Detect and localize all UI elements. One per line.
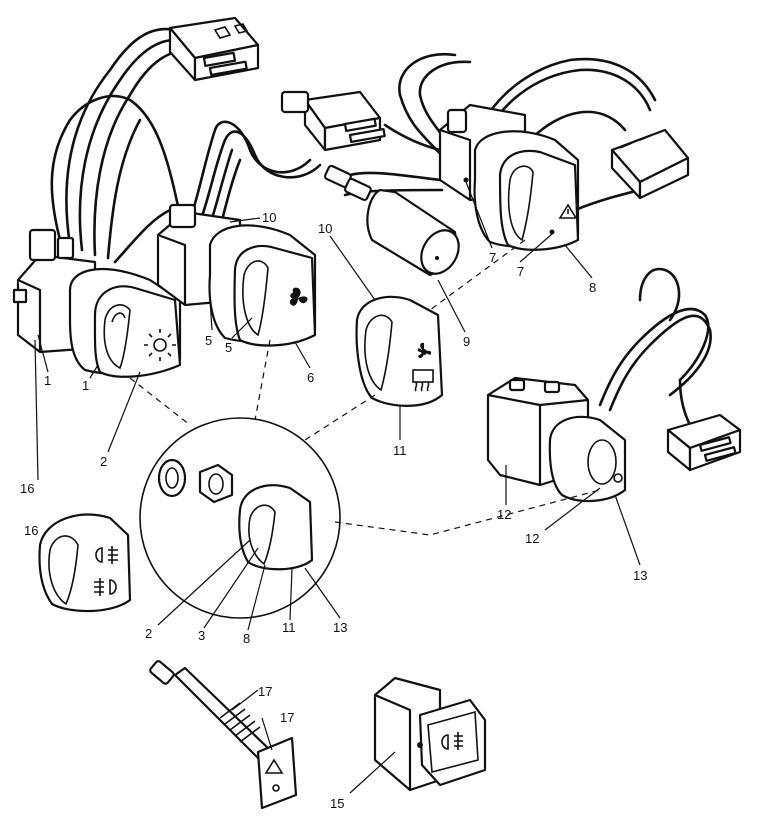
wiring-harness-rheostat bbox=[598, 267, 712, 427]
callout-1: 1 bbox=[82, 378, 89, 393]
callout-labels: 1 1 16 2 10 5 5 6 10 9 11 7 7 8 12 12 13… bbox=[20, 210, 647, 811]
relationship-lines bbox=[129, 239, 601, 536]
multi-plug-connector-rheostat bbox=[666, 413, 742, 472]
callout-15: 15 bbox=[330, 796, 344, 811]
hex-nut bbox=[198, 463, 234, 504]
callout-17: 17 bbox=[280, 710, 294, 725]
callout-7: 7 bbox=[489, 250, 496, 265]
callout-8: 8 bbox=[243, 631, 250, 646]
callout-16: 16 bbox=[20, 481, 34, 496]
callout-13: 13 bbox=[333, 620, 347, 635]
callout-2: 2 bbox=[100, 454, 107, 469]
callout-2: 2 bbox=[145, 626, 152, 641]
callout-10: 10 bbox=[262, 210, 276, 225]
fan-symbol-icon-small bbox=[417, 342, 432, 359]
callout-11: 11 bbox=[282, 620, 296, 635]
fog-lamp-switch-knob bbox=[38, 513, 132, 613]
callout-11: 11 bbox=[393, 443, 407, 458]
callout-16: 16 bbox=[24, 523, 38, 538]
callout-3: 3 bbox=[198, 628, 205, 643]
hazard-switch-assembly bbox=[438, 103, 580, 251]
heater-fan-switch-assembly bbox=[156, 203, 317, 347]
callout-5: 5 bbox=[225, 340, 232, 355]
fog-lamp-icon bbox=[95, 546, 118, 564]
callout-1: 1 bbox=[44, 373, 51, 388]
heated-rear-window-switch-knob bbox=[355, 295, 444, 407]
heated-rear-window-icon bbox=[412, 369, 434, 392]
fan-symbol-icon bbox=[289, 287, 308, 306]
hazard-triangle-icon bbox=[558, 203, 578, 219]
exploded-view-circle bbox=[139, 417, 341, 619]
fog-lamp-rocker-switch bbox=[373, 676, 487, 792]
callout-17: 17 bbox=[258, 684, 272, 699]
bullet-connector-pair bbox=[323, 164, 372, 201]
knob-blank bbox=[238, 484, 314, 571]
hazard-warning-lamp-assembly bbox=[149, 660, 298, 810]
callout-7: 7 bbox=[517, 264, 524, 279]
lighting-symbol-icon bbox=[144, 329, 176, 361]
panel-light-rheostat-assembly bbox=[486, 376, 627, 503]
callout-5: 5 bbox=[205, 333, 212, 348]
wiring-harness-left bbox=[50, 27, 322, 264]
callout-13: 13 bbox=[633, 568, 647, 583]
leader-lines bbox=[34, 181, 641, 794]
callout-8: 8 bbox=[589, 280, 596, 295]
fog-lamp-icon-lower bbox=[94, 578, 117, 596]
multi-plug-connector-top bbox=[168, 16, 260, 82]
multi-plug-connector-right bbox=[610, 128, 690, 200]
multi-plug-connector-middle bbox=[280, 90, 386, 152]
callout-9: 9 bbox=[463, 334, 470, 349]
lighting-switch-assembly bbox=[12, 228, 182, 378]
switch-body-cylinder bbox=[366, 188, 460, 277]
callout-12: 12 bbox=[497, 507, 511, 522]
callout-10: 10 bbox=[318, 221, 332, 236]
callout-12: 12 bbox=[525, 531, 539, 546]
callout-6: 6 bbox=[307, 370, 314, 385]
fog-lamp-icon-rocker bbox=[441, 732, 463, 750]
